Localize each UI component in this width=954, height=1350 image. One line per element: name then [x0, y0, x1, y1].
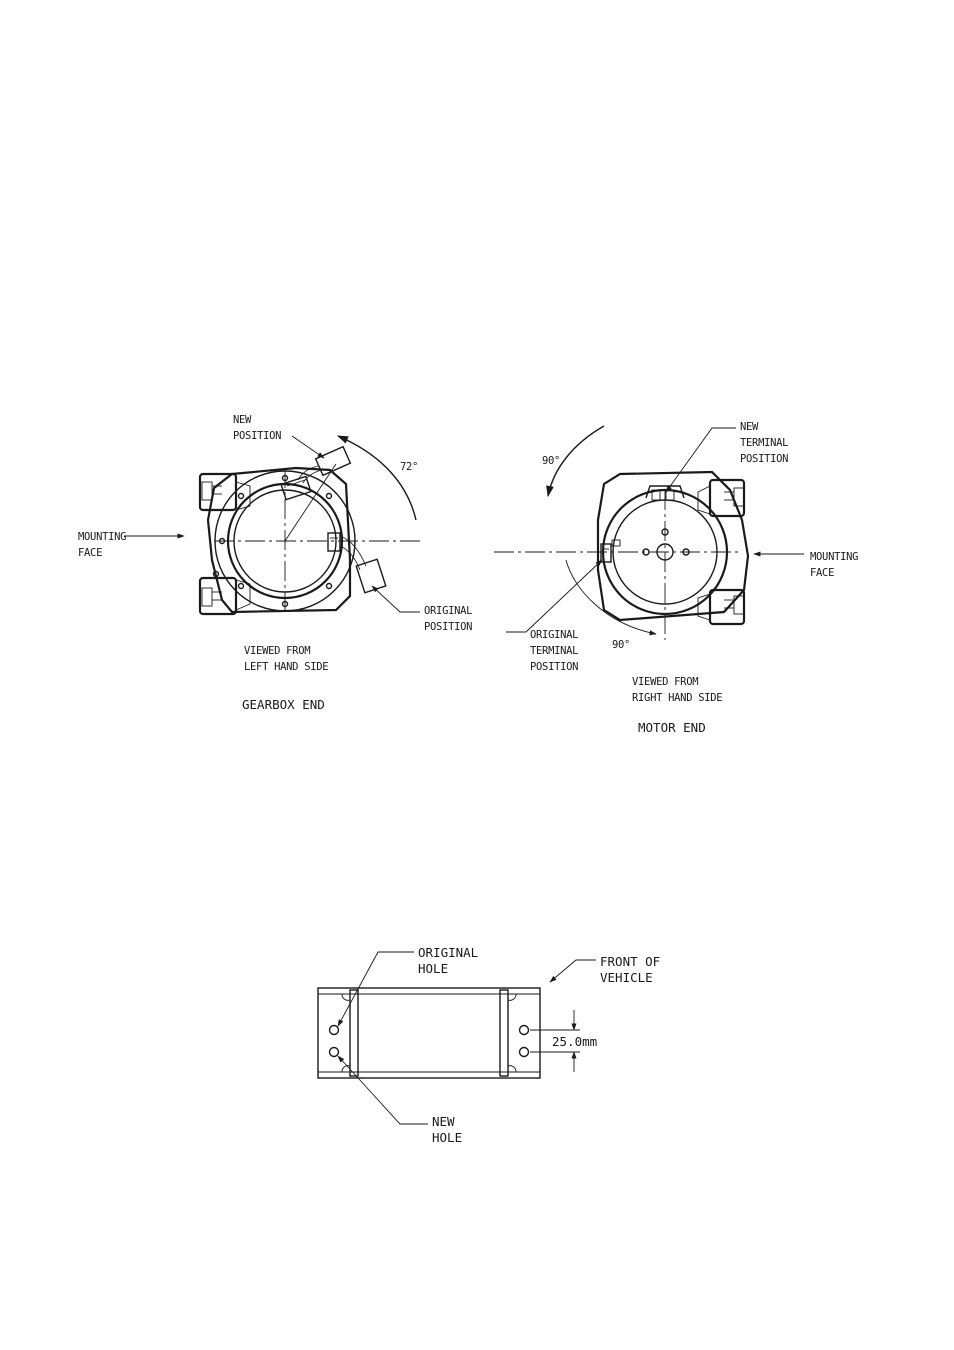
original-hole-label-line2: HOLE — [418, 961, 448, 976]
motor-viewed-from-line1: VIEWED FROM — [632, 676, 698, 688]
new-position-label-line1: NEW — [233, 414, 252, 426]
original-hole-left — [330, 1026, 339, 1035]
new-position-label-line2: POSITION — [233, 430, 281, 442]
new-terminal-label-line1: NEW — [740, 421, 759, 433]
dimension-25mm-label: 25.0mm — [552, 1034, 597, 1049]
corner-notches — [342, 994, 516, 1072]
motor-housing-outline — [598, 472, 748, 620]
angle-72-label: 72° — [400, 461, 418, 473]
original-position-label-line2: POSITION — [424, 621, 472, 633]
motor-end-caption: MOTOR END — [638, 720, 706, 735]
gearbox-housing-outline — [208, 468, 350, 612]
front-of-vehicle-label-line2: VEHICLE — [600, 970, 653, 985]
new-terminal-label-line2: TERMINAL — [740, 437, 788, 449]
new-position-terminal — [281, 447, 350, 500]
motor-end-drawing: 90° 90° NEW TERMINAL POSITION MOUNTING F… — [494, 421, 858, 735]
motor-viewed-from-line2: RIGHT HAND SIDE — [632, 692, 722, 704]
new-hole-label-line2: HOLE — [432, 1130, 462, 1145]
gearbox-viewed-from-line1: VIEWED FROM — [244, 645, 310, 657]
left-rail — [350, 990, 358, 1076]
original-terminal-leader — [506, 560, 602, 632]
rotation-arc-90-bottom — [566, 560, 656, 634]
motor-mounting-face-label-line1: MOUNTING — [810, 551, 858, 563]
original-hole-right — [520, 1026, 529, 1035]
new-position-leader — [292, 436, 324, 458]
new-hole-right — [520, 1048, 529, 1057]
gearbox-end-caption: GEARBOX END — [242, 697, 325, 712]
angle-90-bottom-label: 90° — [612, 639, 630, 651]
hole-diagram: 25.0mm ORIGINAL HOLE FRONT OF VEHICLE NE… — [318, 945, 660, 1145]
original-hole-label-line1: ORIGINAL — [418, 945, 478, 960]
rotation-arc-72 — [338, 436, 416, 520]
front-of-vehicle-leader — [550, 960, 596, 982]
original-position-leader — [372, 586, 420, 612]
new-hole-label-line1: NEW — [432, 1114, 455, 1129]
motor-mounting-foot-bottom — [698, 590, 744, 624]
gearbox-end-drawing: 72° NEW POSITION MOUNTING FACE ORIGINAL … — [78, 414, 472, 712]
right-rail — [500, 990, 508, 1076]
front-of-vehicle-label-line1: FRONT OF — [600, 954, 660, 969]
original-terminal-label-line2: TERMINAL — [530, 645, 578, 657]
motor-mounting-face-label-line2: FACE — [810, 567, 834, 579]
new-hole-left — [330, 1048, 339, 1057]
original-terminal-label-line1: ORIGINAL — [530, 629, 578, 641]
gearbox-mounting-face-label-line2: FACE — [78, 547, 102, 559]
angle-90-top-label: 90° — [542, 455, 560, 467]
gearbox-viewed-from-line2: LEFT HAND SIDE — [244, 661, 328, 673]
new-hole-leader — [338, 1056, 428, 1124]
motor-small-holes — [643, 529, 689, 555]
original-position-label-line1: ORIGINAL — [424, 605, 472, 617]
new-terminal-label-line3: POSITION — [740, 453, 788, 465]
original-terminal-label-line3: POSITION — [530, 661, 578, 673]
gearbox-mounting-face-label-line1: MOUNTING — [78, 531, 126, 543]
new-terminal-leader — [666, 428, 736, 492]
